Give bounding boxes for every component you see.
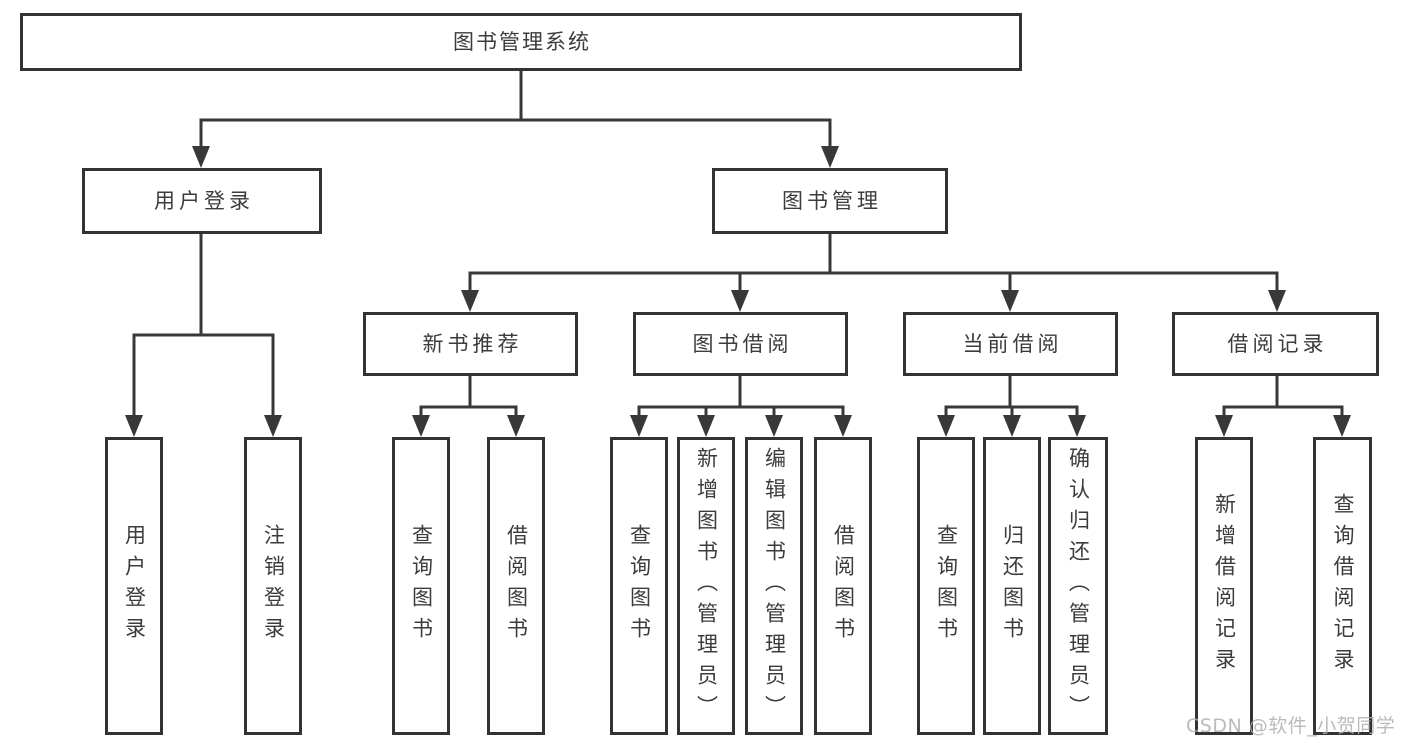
node-book-borrow: 图书借阅	[633, 312, 848, 376]
leaf-edit-book-admin: 编辑图书（管理员）	[745, 437, 803, 735]
leaf-query-books-current: 查询图书	[917, 437, 975, 735]
leaf-query-books-borrow: 查询图书	[610, 437, 668, 735]
node-label: 归还图书	[1000, 524, 1025, 648]
leaf-query-borrow-record: 查询借阅记录	[1313, 437, 1372, 735]
node-label: 图书借阅	[692, 331, 793, 356]
connector-new-book-recommend-children	[412, 376, 525, 437]
leaf-add-borrow-record: 新增借阅记录	[1195, 437, 1253, 735]
node-user-login: 用户登录	[82, 168, 322, 234]
node-label: 借阅图书	[504, 524, 529, 648]
node-library-management-system: 图书管理系统	[20, 13, 1022, 71]
node-label: 查询图书	[409, 524, 434, 648]
leaf-add-book-admin: 新增图书（管理员）	[677, 437, 735, 735]
node-label: 查询图书	[627, 524, 652, 648]
node-borrow-records: 借阅记录	[1172, 312, 1379, 376]
connector-root-to-level2	[192, 70, 839, 168]
node-new-book-recommend: 新书推荐	[363, 312, 578, 376]
leaf-confirm-return-admin: 确认归还（管理员）	[1048, 437, 1108, 735]
node-label: 新书推荐	[422, 331, 523, 356]
leaf-borrow-books: 借阅图书	[814, 437, 872, 735]
csdn-watermark: CSDN @软件_小贺同学	[1186, 715, 1396, 737]
node-label: 图书管理	[782, 188, 882, 213]
leaf-user-login: 用户登录	[105, 437, 163, 735]
node-label: 注销登录	[261, 524, 286, 648]
node-label: 当前借阅	[962, 331, 1063, 356]
node-label: 查询图书	[934, 524, 959, 648]
node-label: 查询借阅记录	[1331, 493, 1355, 679]
connector-borrow-records-children	[1215, 376, 1351, 437]
node-label: 借阅记录	[1227, 331, 1328, 356]
connector-book-management-children	[461, 233, 1286, 312]
connector-current-borrow-children	[937, 376, 1086, 437]
node-label: 用户登录	[122, 524, 147, 648]
node-label: 编辑图书（管理员）	[762, 446, 787, 726]
leaf-query-books-recommend: 查询图书	[392, 437, 450, 735]
node-label: 图书管理系统	[453, 29, 591, 54]
node-current-borrow: 当前借阅	[903, 312, 1118, 376]
node-book-management: 图书管理	[712, 168, 948, 234]
leaf-borrow-books-recommend: 借阅图书	[487, 437, 545, 735]
node-label: 用户登录	[154, 188, 254, 213]
leaf-return-books: 归还图书	[983, 437, 1041, 735]
leaf-logout: 注销登录	[244, 437, 302, 735]
connector-book-borrow-children	[630, 376, 852, 437]
connector-user-login-children	[125, 233, 282, 437]
node-label: 新增图书（管理员）	[694, 446, 719, 726]
node-label: 确认归还（管理员）	[1066, 446, 1091, 726]
node-label: 借阅图书	[831, 524, 856, 648]
node-label: 新增借阅记录	[1212, 493, 1237, 679]
